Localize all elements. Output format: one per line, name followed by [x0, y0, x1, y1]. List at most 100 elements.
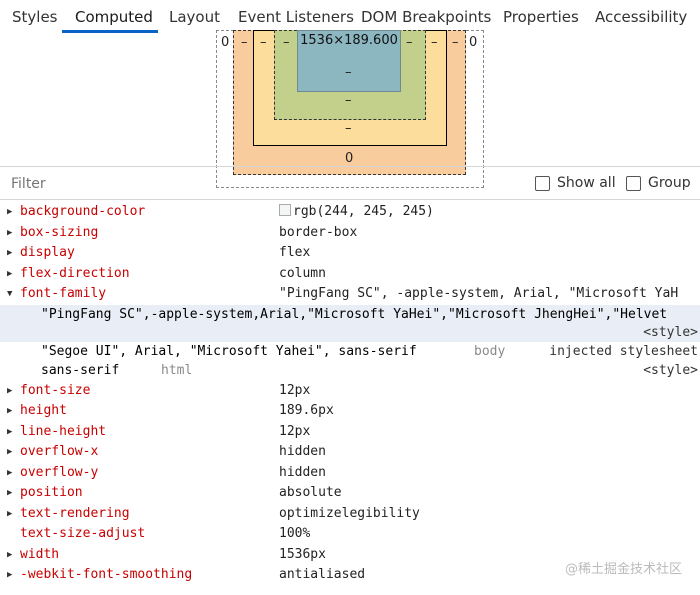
show-all-checkbox[interactable] — [535, 176, 550, 191]
property-row[interactable]: text-size-adjust 100% — [0, 524, 700, 545]
expand-triangle-icon[interactable]: ▶ — [7, 207, 13, 217]
box-model-diagram: 1536×189.600 0 0 0 – – – – – – – – – — [0, 30, 700, 188]
tab-layout[interactable]: Layout — [169, 8, 220, 26]
group-label[interactable]: Group — [648, 175, 691, 191]
padding-left-value[interactable]: – — [260, 35, 267, 50]
property-name: -webkit-font-smoothing — [20, 567, 193, 582]
property-row[interactable]: ▶ height 189.6px — [0, 401, 700, 422]
tab-properties[interactable]: Properties — [503, 8, 579, 26]
property-value: border-box — [279, 224, 358, 240]
property-value: hidden — [279, 464, 326, 480]
expand-triangle-icon[interactable]: ▶ — [7, 488, 13, 498]
padding-bottom-value[interactable]: – — [345, 93, 352, 108]
property-name: width — [20, 546, 60, 562]
border-left-value[interactable]: – — [241, 35, 248, 50]
property-value: absolute — [279, 485, 342, 500]
content-size-value[interactable]: 1536×189.600 — [300, 33, 398, 48]
box-model-content: 1536×189.600 — [297, 30, 401, 92]
property-row[interactable]: ▶ background-color rgb(244, 245, 245) — [0, 202, 700, 223]
property-row[interactable]: ▶ display flex — [0, 243, 700, 264]
expand-triangle-icon[interactable]: ▶ — [7, 549, 13, 560]
active-tab-indicator — [62, 30, 158, 33]
tab-event-listeners[interactable]: Event Listeners — [238, 8, 354, 26]
property-value: rgb(244, 245, 245) — [279, 202, 434, 222]
property-value: 1536px — [279, 546, 326, 562]
margin-bottom-value[interactable]: 0 — [345, 151, 354, 166]
property-row[interactable]: ▶ position absolute — [0, 483, 700, 504]
property-row[interactable]: ▶ text-rendering optimizelegibility — [0, 504, 700, 525]
expand-triangle-icon[interactable]: ▶ — [7, 227, 13, 238]
expand-triangle-icon[interactable]: ▶ — [7, 447, 13, 457]
trace-selector: body — [474, 343, 506, 359]
color-swatch-icon[interactable] — [279, 204, 291, 216]
trace-source-link[interactable]: <style> — [643, 362, 698, 378]
property-name: height — [20, 403, 67, 418]
property-value: 100% — [279, 526, 311, 541]
expand-triangle-icon[interactable]: ▶ — [7, 268, 13, 279]
trace-entry[interactable]: "Segoe UI", Arial, "Microsoft Yahei", sa… — [0, 342, 700, 361]
property-value: optimizelegibility — [279, 505, 420, 521]
group-checkbox[interactable] — [626, 176, 641, 191]
expand-triangle-icon[interactable]: ▶ — [7, 385, 13, 396]
padding-right-value[interactable]: – — [431, 35, 438, 50]
property-value: antialiased — [279, 567, 366, 582]
expand-triangle-icon[interactable]: ▶ — [7, 467, 13, 478]
property-name: box-sizing — [20, 224, 99, 240]
trace-value: "PingFang SC",-apple-system,Arial,"Micro… — [41, 306, 668, 322]
property-name: line-height — [20, 423, 107, 439]
trace-entry-highlighted[interactable]: "PingFang SC",-apple-system,Arial,"Micro… — [0, 304, 700, 342]
expand-triangle-icon[interactable]: ▶ — [7, 426, 13, 437]
property-name: display — [20, 245, 75, 260]
property-value: column — [279, 265, 326, 281]
property-row-expanded[interactable]: ▼ font-family "PingFang SC", -apple-syst… — [0, 284, 700, 305]
property-value: flex — [279, 245, 311, 260]
property-row[interactable]: ▶ font-size 12px — [0, 381, 700, 402]
property-value: 12px — [279, 423, 311, 439]
border-bottom-value[interactable]: – — [345, 121, 352, 136]
property-name: font-size — [20, 382, 91, 398]
trace-value: "Segoe UI", Arial, "Microsoft Yahei", sa… — [41, 343, 417, 359]
expand-triangle-icon[interactable]: ▶ — [7, 248, 13, 258]
property-row[interactable]: ▶ flex-direction column — [0, 264, 700, 285]
property-value: "PingFang SC", -apple-system, Arial, "Mi… — [279, 286, 679, 301]
property-row[interactable]: ▶ line-height 12px — [0, 422, 700, 443]
margin-right-value[interactable]: 0 — [469, 35, 478, 50]
content-left-value[interactable]: – — [283, 35, 290, 50]
property-name: text-rendering — [20, 505, 130, 521]
property-row[interactable]: ▶ overflow-y hidden — [0, 463, 700, 484]
expand-triangle-icon[interactable]: ▶ — [7, 570, 13, 580]
computed-properties-list: ▶ background-color rgb(244, 245, 245) ▶ … — [0, 202, 700, 586]
content-bottom-value[interactable]: – — [345, 65, 352, 80]
show-all-label[interactable]: Show all — [557, 175, 616, 191]
property-name: font-family — [20, 286, 107, 301]
trace-source-link[interactable]: <style> — [643, 324, 698, 340]
margin-left-value[interactable]: 0 — [221, 35, 230, 50]
filter-bar: Show all Group — [0, 166, 700, 201]
property-name: flex-direction — [20, 265, 130, 281]
expand-triangle-icon[interactable]: ▶ — [7, 406, 13, 416]
tab-accessibility[interactable]: Accessibility — [595, 8, 688, 26]
border-right-value[interactable]: – — [452, 35, 459, 50]
expand-triangle-icon[interactable]: ▶ — [7, 508, 13, 519]
property-name: text-size-adjust — [20, 526, 146, 541]
property-name: overflow-x — [20, 444, 99, 459]
tab-styles[interactable]: Styles — [12, 8, 58, 26]
trace-value: sans-serif — [41, 362, 120, 378]
tab-computed[interactable]: Computed — [75, 8, 153, 26]
watermark: @稀土掘金技术社区 — [564, 562, 682, 577]
tab-dom-breakpoints[interactable]: DOM Breakpoints — [361, 8, 492, 26]
collapse-triangle-icon[interactable]: ▼ — [7, 289, 13, 299]
property-row[interactable]: ▶ -webkit-font-smoothing antialiased — [0, 565, 700, 586]
property-row[interactable]: ▶ box-sizing border-box — [0, 223, 700, 244]
filter-input[interactable] — [9, 167, 313, 201]
content-right-value[interactable]: – — [406, 35, 413, 50]
property-row[interactable]: ▶ width 1536px — [0, 545, 700, 566]
property-value: hidden — [279, 444, 326, 459]
trace-source: injected stylesheet — [549, 343, 698, 359]
property-name: position — [20, 485, 83, 500]
trace-entry[interactable]: sans-serif html <style> — [0, 361, 700, 381]
property-row[interactable]: ▶ overflow-x hidden — [0, 442, 700, 463]
property-name: background-color — [20, 204, 146, 219]
property-name: overflow-y — [20, 464, 99, 480]
devtools-tab-bar: Styles Computed Layout Event Listeners D… — [0, 0, 700, 35]
